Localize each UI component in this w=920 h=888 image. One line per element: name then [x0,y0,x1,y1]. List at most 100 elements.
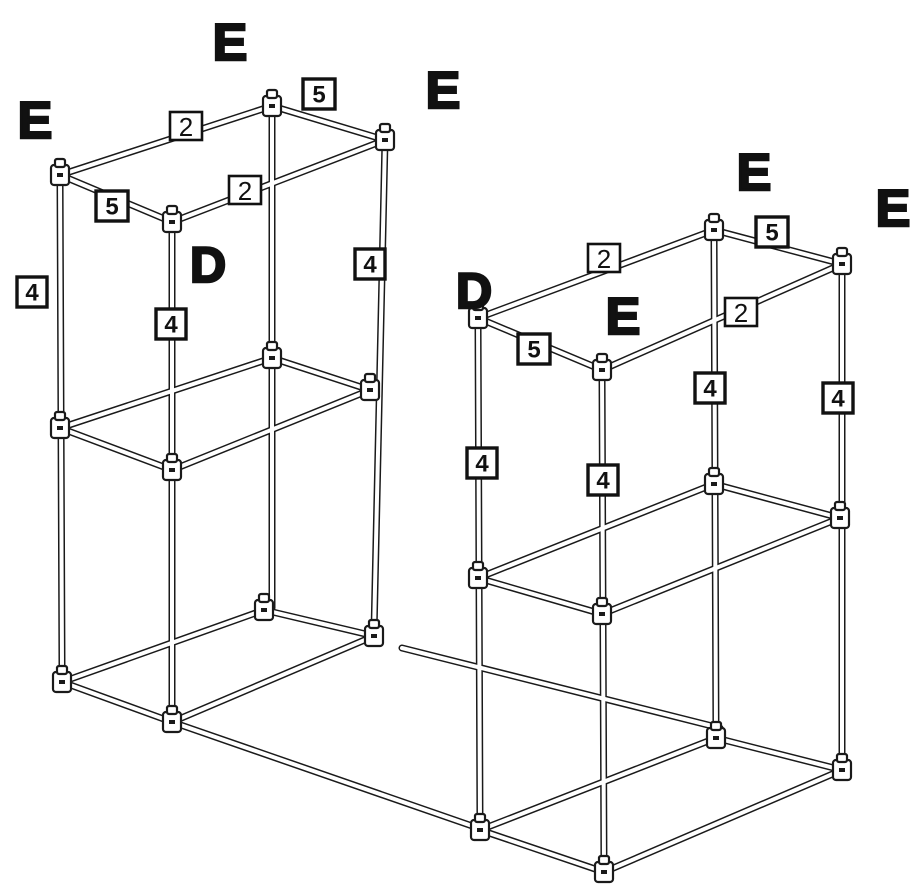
part-tag-2: 2 [723,296,759,328]
joint-socket [471,560,485,572]
connector-joint [469,812,491,842]
joint-screw [269,356,275,360]
part-tag-4: 4 [465,446,499,480]
frame-connectors [49,88,853,884]
tube [58,104,274,177]
connector-joint [591,596,613,626]
connector-joint [593,854,615,884]
joint-socket [835,246,849,258]
joint-screw [601,870,607,874]
joint-screw [382,138,388,142]
joint-screw [475,316,481,320]
connector-joint [831,752,853,782]
part-tag-box [754,215,790,249]
joint-socket [165,204,179,216]
joint-screw [713,736,719,740]
joint-socket [53,410,67,422]
connector-joint [705,720,727,750]
joint-screw [711,482,717,486]
joint-screw [599,368,605,372]
part-tag-number: 2 [179,112,193,142]
part-tag-4: 4 [15,275,49,309]
part-tag-box [821,381,855,415]
part-tag-box [353,247,387,281]
part-tag-2: 2 [168,110,204,142]
joint-socket [165,452,179,464]
part-tag-number: 5 [312,82,325,109]
part-tag-5: 5 [516,332,552,366]
tube [170,634,376,724]
joint-socket [473,812,487,824]
connector-joint [161,704,183,734]
letter-d: D [456,263,492,319]
connector-joint [591,352,613,382]
tube [170,720,480,830]
joint-socket [707,466,721,478]
tube [400,646,722,730]
connector-joint [363,618,385,648]
tube [714,736,844,772]
part-tag-2: 2 [227,174,263,206]
joint-screw [269,104,275,108]
connector-joint [467,300,489,330]
part-tag-box [227,174,263,206]
part-tag-number: 4 [703,376,717,403]
joint-socket [265,340,279,352]
part-tag-2: 2 [586,242,622,274]
part-tag-number: 5 [765,220,778,247]
tube [60,680,174,724]
joint-socket [378,122,392,134]
tube [58,356,274,430]
part-tag-box [465,446,499,480]
tube [476,482,716,580]
joint-screw [839,262,845,266]
tube [270,104,387,142]
part-tag-number: 4 [831,386,845,413]
part-tag-number: 5 [527,337,540,364]
letter-e: E [876,180,911,238]
tube [600,262,844,372]
joint-screw [367,388,373,392]
connector-joint [161,452,183,482]
connector-joint [51,664,73,694]
connector-joint [359,372,381,402]
joint-socket [595,596,609,608]
connector-joint [49,410,71,440]
joint-screw [169,720,175,724]
part-tag-4: 4 [154,307,188,341]
part-tag-number: 4 [164,312,178,339]
joint-socket [55,664,69,676]
part-tag-box [586,463,620,497]
joint-screw [59,680,65,684]
joint-socket [265,88,279,100]
letter-e: E [18,92,53,150]
part-tag-number: 5 [105,194,118,221]
connector-joint [703,212,725,242]
joint-socket [53,157,67,169]
letter-e: E [737,144,772,202]
joint-screw [599,612,605,616]
joint-screw [475,576,481,580]
part-tag-4: 4 [693,371,727,405]
part-tag-number: 2 [238,176,252,206]
part-tag-number: 4 [363,252,377,279]
joint-screw [837,516,843,520]
joint-socket [363,372,377,384]
tube [58,426,174,472]
part-tag-box [586,242,622,274]
part-tag-number: 2 [734,298,748,328]
tube [476,576,604,616]
joint-screw [839,768,845,772]
tube [60,608,266,684]
letter-e: E [426,62,461,120]
part-tag-box [94,189,130,223]
connector-joint [467,560,489,590]
connector-joint [261,340,283,370]
part-tag-5: 5 [94,189,130,223]
joint-socket [709,720,723,732]
joint-screw [261,608,267,612]
letter-e: E [213,14,248,72]
part-tag-number: 4 [475,451,489,478]
connector-joint [261,88,283,118]
